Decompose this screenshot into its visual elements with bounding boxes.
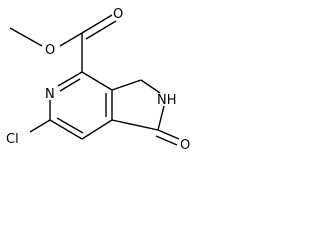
atom-label-chlorine: Cl (6, 132, 19, 147)
atom-label-methoxy-oxygen: O (45, 43, 55, 58)
bond-c6-cl (29, 119, 51, 133)
bond-methyl-o (9, 27, 43, 47)
bond-c6-c7-inner (56, 117, 84, 134)
bond-carbonyl-double-2 (85, 20, 117, 40)
bond-c1-o-double-2 (155, 135, 178, 146)
bond-c1-c7a (111, 119, 159, 131)
bond-carbonyl-double-1 (81, 14, 113, 34)
atom-label-carbonyl-oxygen: O (113, 7, 123, 22)
bond-c3a-c3 (111, 79, 142, 91)
bond-c4-n5-inner (59, 78, 81, 92)
bond-o-carbonyl-carbon (59, 32, 83, 47)
atom-label-pyridine-nitrogen: N (45, 87, 55, 102)
bond-c3-n2 (140, 79, 161, 94)
bond-c1-o-double-1 (157, 129, 180, 140)
atom-label-lactam-nh: NH (157, 93, 177, 108)
bond-c4-c3a (81, 71, 113, 91)
bond-c7-c7a (81, 119, 113, 140)
bond-c6-c7-outer (49, 119, 83, 140)
bond-n2-c1 (157, 105, 165, 131)
chemical-structure-diagram: O O N NH O Cl (6, 7, 190, 153)
atom-label-lactam-oxygen: O (180, 138, 190, 153)
bond-c4-n5-outer (57, 71, 83, 87)
